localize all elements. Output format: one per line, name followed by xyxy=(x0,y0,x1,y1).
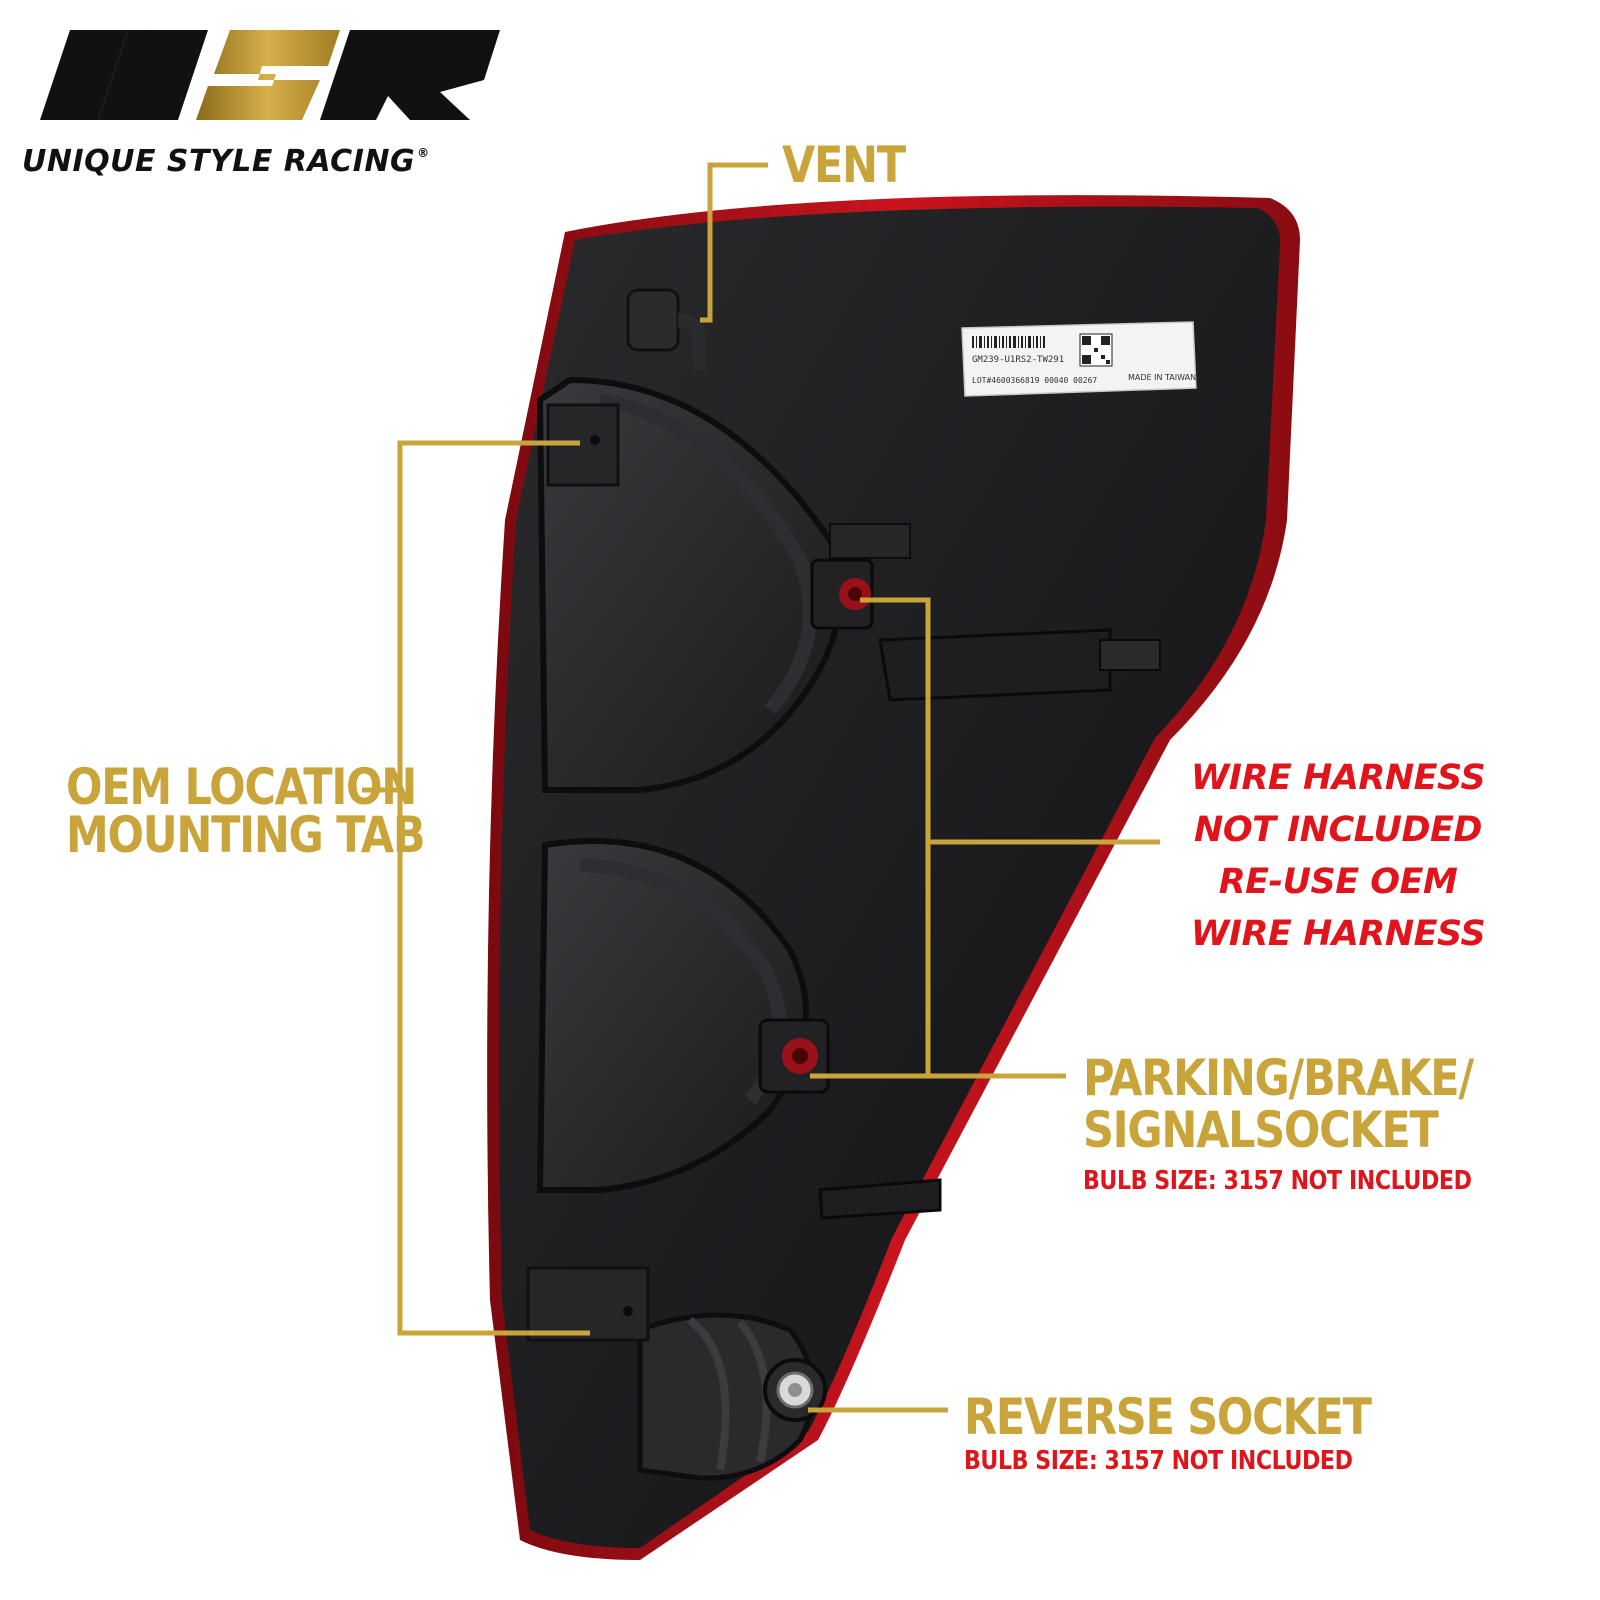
parking-socket-label-line1: PARKING/BRAKE/ xyxy=(1083,1049,1474,1107)
wire-harness-line1: WIRE HARNESS xyxy=(1190,758,1486,798)
mounting-tab-label-line1: OEM LOCATION xyxy=(66,758,417,816)
wire-harness-line4: WIRE HARNESS xyxy=(1190,914,1486,954)
parking-brake-signal-socket xyxy=(758,1018,830,1094)
vent-label: VENT xyxy=(782,136,906,194)
wire-harness-warning: WIRE HARNESS NOT INCLUDED RE-USE OEM WIR… xyxy=(1188,752,1488,960)
upper-bulb-socket xyxy=(810,523,911,630)
wire-harness-line2: NOT INCLUDED xyxy=(1194,810,1482,850)
wire-harness-line3: RE-USE OEM xyxy=(1218,862,1458,902)
label-lot-number: LOT#4600366819 00040 00267 xyxy=(972,376,1097,385)
brand-logo xyxy=(40,30,500,120)
leader-sockets xyxy=(810,597,931,1079)
product-label: GM239-U1RS2-TW291 LOT#4600366819 00040 0… xyxy=(961,321,1197,397)
vent-tube xyxy=(626,288,707,370)
label-part-number: GM239-U1RS2-TW291 xyxy=(972,355,1064,365)
callout-leader-lines xyxy=(362,162,1160,1413)
mounting-tab-label-line2: MOUNTING TAB xyxy=(66,806,426,864)
leader-vent xyxy=(700,162,768,323)
reverse-socket xyxy=(763,1358,827,1422)
brand-tagline: UNIQUE STYLE RACING® xyxy=(22,144,430,179)
housing-rails xyxy=(818,628,1161,1220)
reverse-socket-bulb-note: BULB SIZE: 3157 NOT INCLUDED xyxy=(964,1446,1353,1476)
leader-mounting-tab xyxy=(397,440,590,1336)
qr-code xyxy=(1079,333,1113,367)
label-origin: MADE IN TAIWAN xyxy=(1128,373,1196,382)
parking-socket-label-line2: SIGNALSOCKET xyxy=(1083,1101,1439,1159)
parking-socket-bulb-note: BULB SIZE: 3157 NOT INCLUDED xyxy=(1083,1166,1472,1196)
lower-mounting-tab xyxy=(526,1266,650,1342)
reverse-socket-label: REVERSE SOCKET xyxy=(964,1388,1372,1446)
